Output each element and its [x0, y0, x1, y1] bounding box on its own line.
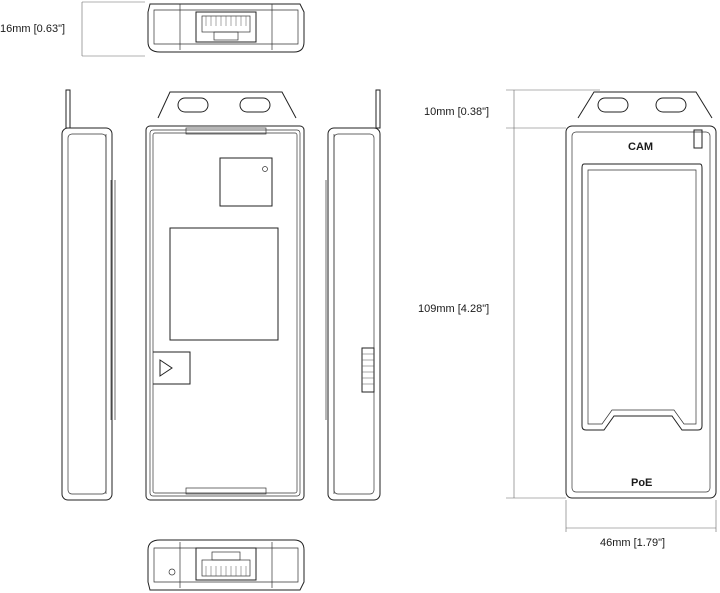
width-dimension-label: 46mm [1.79"]	[600, 537, 665, 549]
led-indicator	[693, 129, 703, 149]
mount-slot-right	[239, 97, 271, 113]
mount-slot-left	[177, 97, 209, 113]
mount-slot-left-front	[597, 97, 629, 113]
cam-label: CAM	[628, 141, 653, 153]
poe-label: PoE	[631, 477, 652, 489]
module-square	[219, 157, 273, 207]
right-side-view	[325, 89, 381, 501]
arrow-icon	[159, 359, 173, 377]
mount-slot-right-front	[655, 97, 687, 113]
side-connector	[361, 347, 375, 393]
front-face-view: 10mm [0.38"] 109mm [4.28"] CAM PoE 46mm …	[418, 89, 717, 549]
rj45-port-bottom	[195, 547, 257, 581]
bottom-hole	[168, 568, 176, 576]
bottom-view	[147, 539, 305, 591]
left-side-view	[61, 89, 116, 501]
top-view: 16mm [0.63"]	[0, 1, 305, 57]
window	[581, 163, 703, 431]
tab-height-dimension-label: 10mm [0.38"]	[424, 106, 489, 118]
back-view	[145, 91, 305, 501]
height-dimension-label: 109mm [4.28"]	[418, 303, 489, 315]
module-rect	[169, 227, 279, 341]
rj45-port-top	[195, 11, 257, 43]
depth-dimension-label: 16mm [0.63"]	[0, 23, 65, 35]
